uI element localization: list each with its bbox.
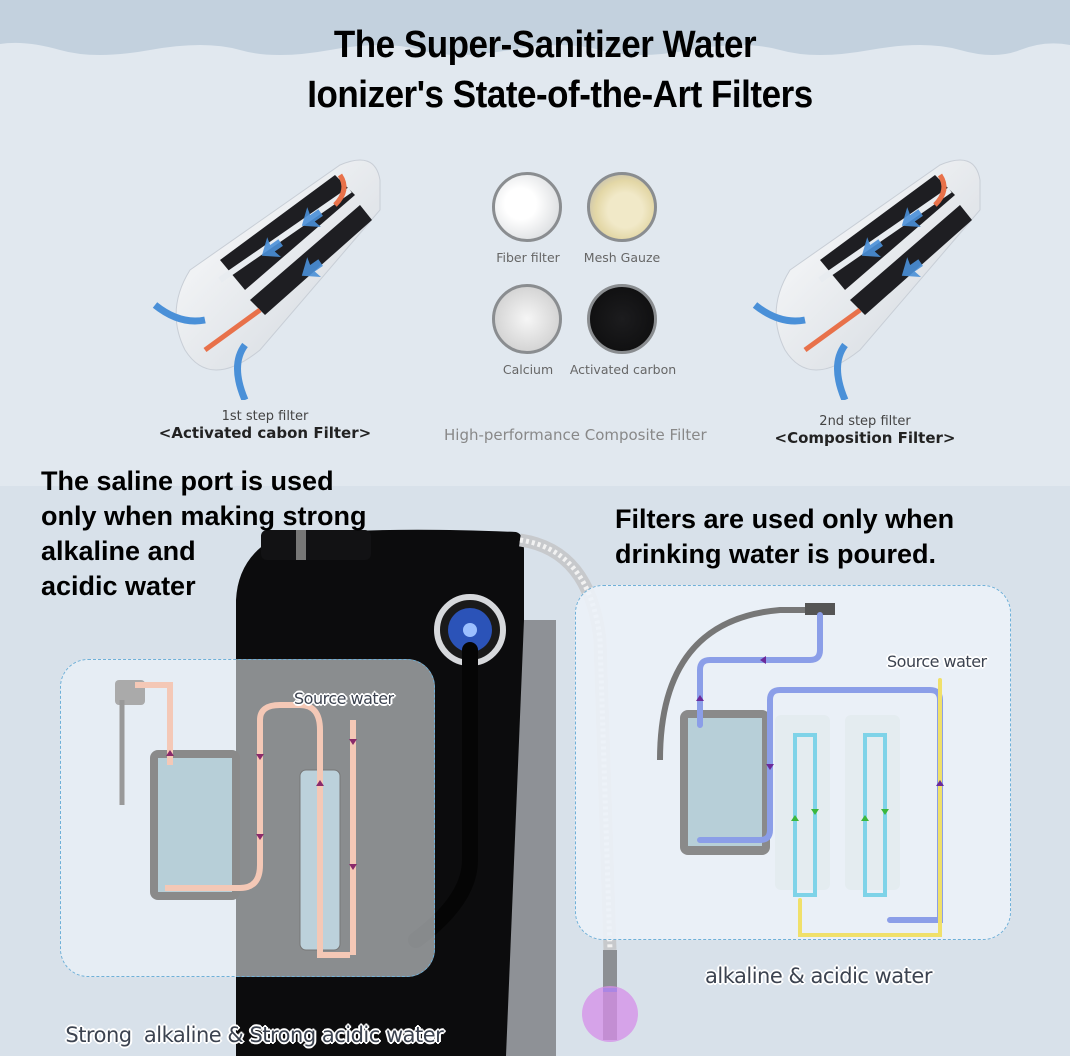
strong-water-label: Strong alkaline & Strong acidic water [53, 999, 443, 1047]
mesh-gauze-icon [587, 172, 657, 242]
first-filter-name: <Activated cabon Filter> [158, 424, 372, 442]
calcium-icon [492, 284, 562, 354]
saline-heading-line2: only when making strong [41, 501, 367, 531]
second-filter-step: 2nd step filter [819, 414, 911, 429]
saline-port-heading: The saline port is used only when making… [41, 464, 367, 604]
activated-carbon-icon [587, 284, 657, 354]
page-title-line1: The Super-Sanitizer Water [333, 24, 757, 66]
media-label-mesh: Mesh Gauze [583, 250, 661, 265]
media-label-carbon: Activated carbon [569, 362, 677, 377]
right-source-water-label: Source water [887, 652, 987, 671]
left-flow-diagram [115, 680, 357, 958]
outlet-highlight [582, 986, 638, 1042]
saline-heading-line3: alkaline and [41, 536, 196, 566]
media-label-fiber: Fiber filter [496, 250, 560, 265]
second-filter-caption: 2nd step filter <Composition Filter> [760, 414, 970, 447]
strong-alkaline-text: Strong alkaline & [65, 1023, 250, 1047]
saline-heading-line4: acidic water [41, 571, 196, 601]
fiber-filter-icon [492, 172, 562, 242]
filters-heading-line2: drinking water is poured. [615, 539, 937, 569]
strong-acidic-text: Strong acidic water [249, 1023, 444, 1047]
composition-cartridge-image [752, 159, 981, 400]
saline-heading-line1: The saline port is used [41, 466, 334, 496]
first-filter-step: 1st step filter [221, 409, 309, 424]
alkaline-acidic-label: alkaline & acidic water [705, 964, 932, 988]
filters-heading-line1: Filters are used only when [615, 504, 955, 534]
right-flow-diagram [657, 603, 944, 937]
media-label-calcium: Calcium [502, 362, 554, 377]
left-source-water-label: Source water [294, 689, 394, 708]
first-filter-caption: 1st step filter <Activated cabon Filter> [150, 409, 380, 442]
page-title-line2: Ionizer's State-of-the-Art Filters [307, 74, 813, 116]
filters-heading: Filters are used only when drinking wate… [615, 502, 954, 572]
second-filter-name: <Composition Filter> [774, 429, 956, 447]
composite-filter-label: High-performance Composite Filter [444, 426, 707, 444]
activated-carbon-cartridge-image [152, 159, 381, 400]
top-wave-band [0, 0, 1070, 55]
